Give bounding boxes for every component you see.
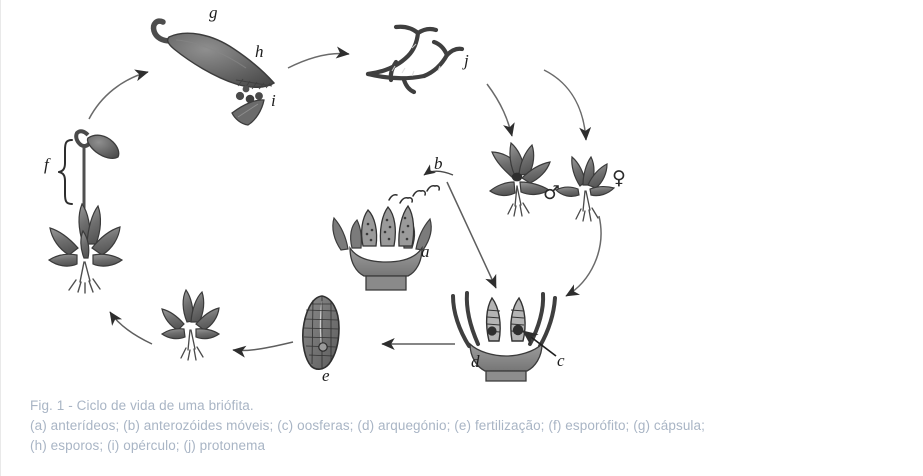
arrow-antheridia-to-archegonium xyxy=(446,181,497,289)
female-gametophyte xyxy=(554,155,616,222)
stage-label-d: d xyxy=(471,352,480,371)
stage-label-g: g xyxy=(209,3,218,22)
stage-label-h: h xyxy=(255,42,264,61)
stage-label-a: a xyxy=(421,242,430,261)
stage-label-e: e xyxy=(322,366,330,385)
caption-title: Fig. 1 - Ciclo de vida de uma briófita. xyxy=(30,398,254,413)
stage-label-f: f xyxy=(44,155,51,174)
stage-label-i: i xyxy=(271,91,276,110)
figure-caption: Fig. 1 - Ciclo de vida de uma briófita. … xyxy=(30,396,920,456)
mature-gametophyte-with-sporophyte xyxy=(47,129,124,294)
fertilization-group xyxy=(302,295,340,370)
archegonium-group xyxy=(451,291,557,382)
life-cycle-diagram: g h i xyxy=(44,3,626,385)
caption-legend-line-1: (a) anterídeos; (b) anterozóides móveis;… xyxy=(30,418,705,433)
stage-label-j: j xyxy=(462,51,469,70)
male-gametophyte xyxy=(489,141,551,217)
arrow-spores-to-protonema xyxy=(287,46,350,69)
female-gametophyte-symbol: ♀ xyxy=(612,167,626,189)
spores-cluster xyxy=(235,85,263,104)
antheridia-group xyxy=(332,185,440,291)
stage-label-b: b xyxy=(434,154,443,173)
diagram-area: g h i xyxy=(44,3,626,385)
oosphere-right xyxy=(512,324,524,336)
male-gametophyte-symbol: ♂ xyxy=(543,182,560,204)
arrow-female-to-archegonium xyxy=(565,215,602,297)
arrow-protonema-to-female xyxy=(543,69,592,141)
oosphere-left xyxy=(487,326,497,336)
arrow-protonema-to-male xyxy=(486,83,515,137)
arrow-antherozoid-pointer xyxy=(423,164,454,176)
stage-label-c: c xyxy=(557,351,565,370)
arrow-sporophyte-to-capsule xyxy=(88,69,149,120)
left-margin-rule xyxy=(0,0,1,476)
caption-legend-line-2: (h) esporos; (i) opérculo; (j) protonema xyxy=(30,438,266,453)
protonema-group xyxy=(365,24,465,95)
young-gametophyte xyxy=(160,288,221,361)
antherozoids xyxy=(388,185,440,204)
oosphere-pointer-arrow xyxy=(522,330,557,357)
arrow-young-to-mature-gametophyte xyxy=(109,311,153,345)
arrow-fertilization-to-young-plant xyxy=(232,341,294,358)
capsule-group xyxy=(150,18,276,126)
sporophyte-brace xyxy=(58,139,73,205)
